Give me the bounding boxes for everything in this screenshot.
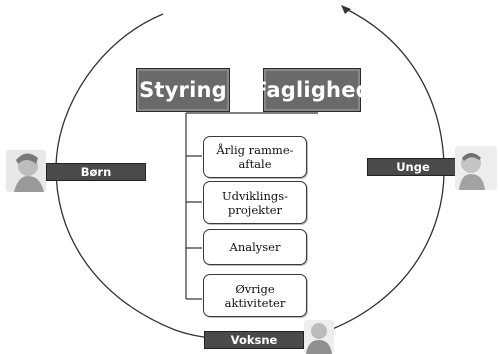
group-label-boern-text: Børn (80, 165, 112, 179)
header-faglighed-label: Faglighed (253, 78, 371, 102)
header-styring-label: Styring (139, 78, 227, 102)
child-photo (6, 150, 46, 192)
activity-box-oevrige-line1: Øvrige (235, 281, 275, 296)
youth-photo (455, 146, 497, 190)
group-label-boern: Børn (46, 163, 146, 181)
header-styring: Styring (136, 68, 230, 112)
cycle-arrowhead (341, 5, 351, 14)
adult-photo (304, 320, 334, 354)
activity-box-analyser: Analyser (203, 229, 307, 265)
header-faglighed: Faglighed (253, 68, 371, 112)
activity-box-rammeaftale-line1: Årlig ramme- (216, 143, 294, 157)
group-label-voksne-text: Voksne (230, 333, 278, 347)
activity-box-oevrige-line2: aktiviteter (224, 295, 286, 310)
activity-box-oevrige: Øvrige aktiviteter (203, 274, 307, 317)
activity-box-analyser-line1: Analyser (229, 240, 281, 254)
group-label-voksne: Voksne (204, 331, 304, 349)
group-label-unge-text: Unge (396, 160, 430, 174)
activity-box-udviklingsprojekter: Udviklings- projekter (203, 181, 307, 224)
group-label-unge: Unge (367, 158, 459, 176)
cycle-arc-left (55, 13, 226, 340)
activity-box-rammeaftale: Årlig ramme- aftale (203, 136, 307, 178)
activity-box-udviklingsprojekter-line1: Udviklings- (221, 188, 289, 203)
activity-box-rammeaftale-line2: aftale (238, 157, 272, 171)
activity-box-udviklingsprojekter-line2: projekter (227, 202, 283, 217)
